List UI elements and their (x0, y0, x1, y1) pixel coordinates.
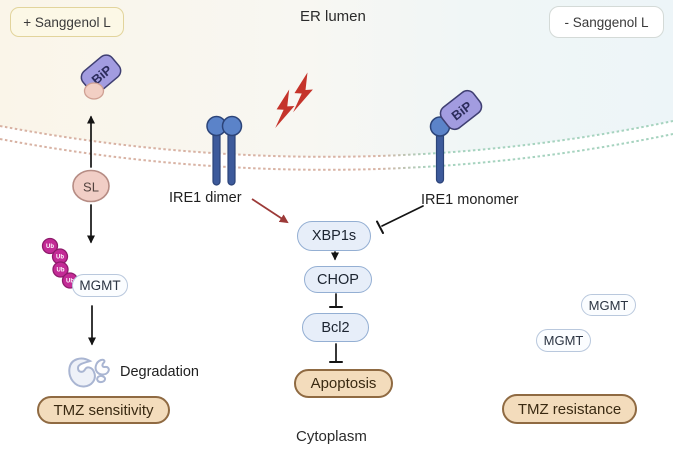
tmz-sensitivity-node: TMZ sensitivity (37, 396, 170, 424)
mgmt-node-right-1: MGMT (581, 294, 636, 316)
xbp1s-node: XBP1s (297, 221, 371, 251)
activation-arrow-dimer-xbp1s (251, 198, 289, 224)
ub-label: Ub (56, 255, 64, 261)
diagram-arrows (87, 115, 424, 363)
xbp1s-label: XBP1s (311, 228, 357, 244)
ub-label: Ub (57, 268, 65, 274)
degradation-label: Degradation (120, 364, 199, 380)
sl-molecule: SL (72, 169, 110, 203)
mgmt-label: MGMT (79, 278, 121, 293)
er-membrane (0, 120, 673, 171)
minus-sanggenol-label: - Sanggenol L (564, 14, 649, 30)
ub-label: Ub (46, 244, 54, 250)
ire1-dimer (206, 115, 243, 186)
bcl2-label: Bcl2 (321, 319, 350, 336)
ub-label: Ub (66, 279, 74, 285)
bcl2-node: Bcl2 (302, 313, 369, 342)
ire1-dimer-label: IRE1 dimer (169, 190, 242, 206)
chop-node: CHOP (304, 266, 372, 293)
plus-sanggenol-label: + Sanggenol L (23, 14, 111, 30)
condition-badge-plus-sanggenol: + Sanggenol L (10, 7, 124, 37)
chop-label: CHOP (317, 271, 359, 288)
apoptosis-node: Apoptosis (294, 369, 393, 398)
inhibition-monomer-xbp1s (381, 205, 424, 227)
tmz-resistance-label: TMZ resistance (517, 400, 622, 418)
mgmt-node-left: MGMT (72, 274, 128, 297)
sl-label: SL (83, 180, 99, 195)
bip-released: BiP (80, 54, 122, 100)
inhibition-bar-xbp1s (376, 220, 384, 234)
er-stress-lightning-icon (275, 72, 313, 129)
mgmt-label: MGMT (588, 297, 629, 313)
tmz-resistance-node: TMZ resistance (502, 394, 637, 424)
mgmt-node-right-2: MGMT (536, 329, 591, 352)
condition-badge-minus-sanggenol: - Sanggenol L (549, 6, 664, 38)
tmz-sensitivity-label: TMZ sensitivity (53, 401, 154, 419)
apoptosis-label: Apoptosis (310, 375, 377, 392)
degradation-blob-icon (68, 357, 110, 388)
er-lumen-background (0, 0, 673, 157)
er-lumen-label: ER lumen (300, 8, 366, 25)
bip-cofactor-dot (83, 82, 105, 100)
cytoplasm-label: Cytoplasm (296, 428, 367, 445)
ire1-monomer-label: IRE1 monomer (421, 192, 519, 208)
bip-bound-to-monomer: BiP (439, 89, 483, 131)
mgmt-label: MGMT (543, 333, 584, 348)
